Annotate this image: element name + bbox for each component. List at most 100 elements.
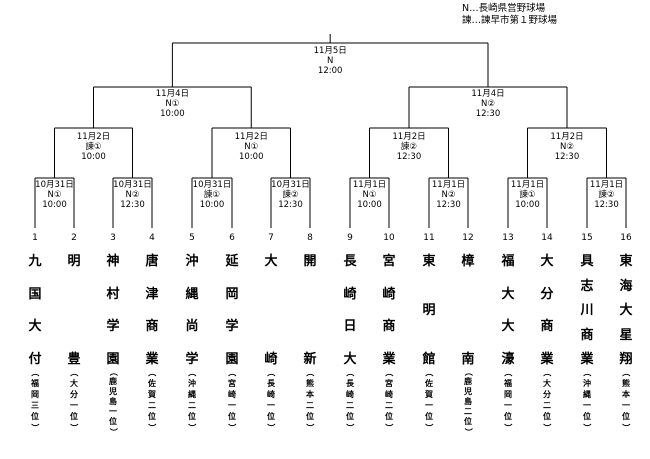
team-name-char: 分 [540, 286, 554, 302]
team-name-char: 業 [580, 352, 594, 367]
team-prefecture: （宮崎二位） [378, 367, 400, 433]
team-seed: 4 [149, 233, 155, 243]
team-prefecture-char: 二 [306, 401, 314, 410]
team-prefecture-char: （ [424, 368, 434, 377]
team-prefecture-char: 位 [228, 412, 236, 421]
team-prefecture-char: 二 [464, 407, 472, 416]
team-name-char: 大 [28, 319, 42, 335]
team-seed: 5 [189, 233, 195, 243]
team-prefecture-char: 沖 [583, 379, 591, 388]
team-prefecture-char: 位 [622, 412, 630, 421]
team-seed: 1 [32, 233, 38, 243]
team-prefecture: （熊本二位） [299, 367, 321, 433]
team-name-char: 志 [580, 278, 594, 294]
team-seed: 15 [581, 233, 593, 243]
match-time: 12:30 [436, 200, 461, 210]
team-name-char: 国 [28, 286, 42, 302]
team-name-char: 縄 [185, 286, 199, 302]
team-prefecture-char: 沖 [188, 379, 196, 388]
team-prefecture: （佐賀二位） [141, 367, 163, 433]
team-prefecture-char: 島 [464, 397, 472, 406]
team-name-char: 商 [580, 327, 594, 343]
team-prefecture-char: 賀 [148, 390, 156, 399]
team-prefecture-char: 位 [385, 412, 393, 421]
team-name-char: 具 [580, 254, 594, 269]
team-name-char: 商 [540, 319, 554, 335]
team-prefecture: （福岡一位） [497, 367, 519, 433]
team-prefecture-char: 岡 [31, 390, 39, 399]
match-date: 11月2日 [234, 132, 268, 142]
team-prefecture-char: （ [187, 368, 197, 377]
team-prefecture: （長崎二位） [339, 367, 361, 433]
team-prefecture: （鹿児島一位） [102, 367, 124, 437]
team-prefecture-char: 位 [425, 412, 433, 421]
team-prefecture-char: ） [30, 423, 40, 432]
match-date: 11月2日 [550, 132, 584, 142]
team-name-char: 東 [619, 254, 633, 269]
team-name-char: 豊 [67, 352, 81, 367]
team-prefecture-char: 大 [543, 379, 551, 388]
team-prefecture: （沖縄二位） [181, 367, 203, 433]
team-name-char: 大 [501, 319, 515, 335]
team-name-char: 付 [28, 352, 42, 367]
team-prefecture-char: ） [305, 423, 315, 432]
match-venue: 諫② [400, 142, 418, 152]
match-venue: N② [125, 190, 140, 200]
team-prefecture: （宮崎一位） [221, 367, 243, 433]
team-prefecture-char: 福 [504, 379, 512, 388]
team-prefecture-char: 位 [148, 412, 156, 421]
team-prefecture-char: 位 [583, 412, 591, 421]
team-prefecture-char: 分 [543, 390, 551, 399]
team-prefecture-char: 佐 [148, 379, 156, 388]
team-prefecture-char: 位 [504, 412, 512, 421]
team-prefecture: （鹿児島二位） [457, 367, 479, 437]
team-prefecture-char: 一 [228, 401, 236, 410]
team-prefecture-char: （ [582, 368, 592, 377]
legend-entry-nagasaki: N…長崎県営野球場 [462, 3, 546, 14]
team-name-char: 明 [422, 303, 436, 318]
team-name-char: 学 [225, 319, 239, 335]
team-seed: 9 [347, 233, 353, 243]
team-name-char: 唐 [145, 254, 159, 269]
team-name-char: 翔 [619, 352, 633, 367]
team-prefecture-char: 一 [583, 401, 591, 410]
team-prefecture-char: 熊 [306, 379, 314, 388]
match-time: 12:30 [554, 152, 580, 162]
match-venue: 諫① [203, 190, 221, 200]
team-seed: 13 [502, 233, 514, 243]
team-prefecture-char: 分 [70, 390, 78, 399]
match-time: 10:00 [199, 200, 225, 210]
match-venue: 諫② [282, 190, 299, 200]
match-time: 12:30 [396, 152, 422, 162]
team-prefecture-char: 児 [109, 387, 117, 396]
team-prefecture-char: 位 [306, 412, 314, 421]
team-name-char: 商 [382, 319, 396, 335]
team-prefecture-char: 崎 [385, 390, 393, 399]
match-date: 11月4日 [155, 89, 189, 99]
team-seed: 14 [541, 233, 553, 243]
team-name-char: 業 [382, 352, 396, 367]
team-name-char: 日 [343, 319, 357, 335]
team-name-char: 学 [106, 319, 120, 335]
match-date: 11月1日 [589, 180, 624, 190]
team-prefecture-char: 崎 [346, 390, 354, 399]
team-prefecture-char: 縄 [188, 390, 196, 399]
team-name-char: 館 [422, 352, 436, 367]
team-prefecture-char: ） [621, 423, 631, 432]
team-name-char: 大 [501, 286, 515, 302]
team-prefecture-char: 長 [267, 379, 275, 388]
match-date: 10月31日 [113, 180, 152, 190]
team-prefecture-char: （ [384, 368, 394, 377]
match-time: 12:00 [317, 66, 343, 76]
team-prefecture-char: 二 [148, 401, 156, 410]
match-venue: 諫② [598, 190, 615, 200]
team-seed: 10 [383, 233, 395, 243]
team-prefecture: （大分一位） [63, 367, 85, 433]
team-prefecture-char: ） [384, 423, 394, 432]
team-prefecture-char: ） [227, 423, 237, 432]
team-prefecture-char: （ [227, 368, 237, 377]
